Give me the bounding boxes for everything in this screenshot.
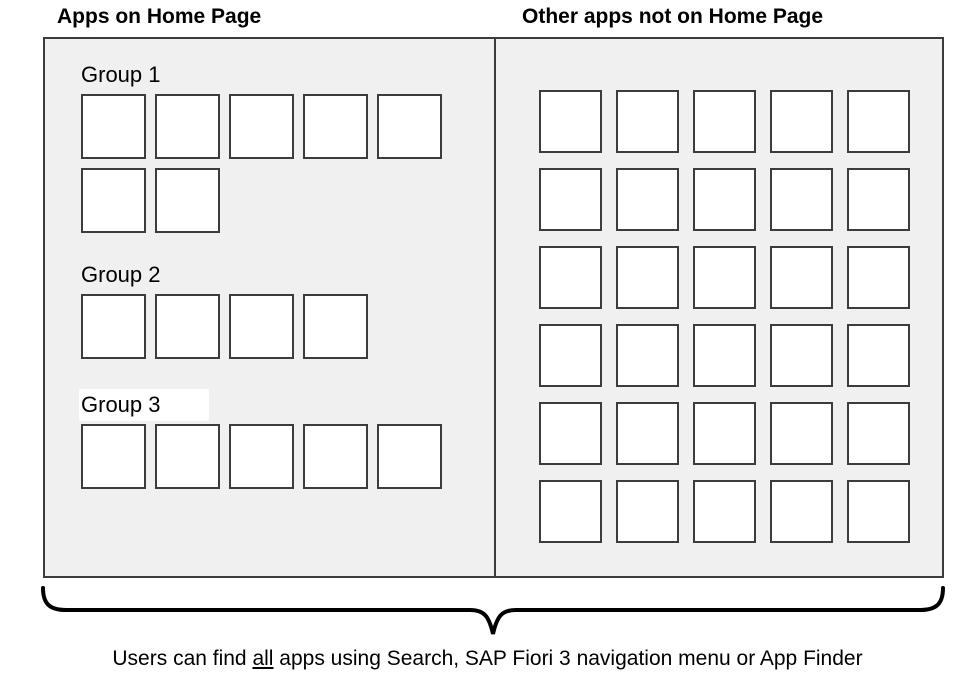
- curly-brace-icon: [41, 586, 945, 635]
- app-tile[interactable]: [770, 246, 833, 309]
- app-tile[interactable]: [847, 90, 910, 153]
- app-tile[interactable]: [616, 480, 679, 543]
- app-tile[interactable]: [847, 324, 910, 387]
- tile-row: [81, 168, 488, 233]
- panels-container: Group 1 Group 2 Group 3: [43, 37, 944, 578]
- panel-other-apps-not-on-home-page: [496, 39, 942, 576]
- app-tile[interactable]: [770, 168, 833, 231]
- app-tile[interactable]: [155, 424, 220, 489]
- app-tile[interactable]: [539, 246, 602, 309]
- other-apps-tile-grid: [539, 90, 910, 543]
- app-tile[interactable]: [693, 90, 756, 153]
- group-title: Group 1: [81, 62, 161, 87]
- app-tile[interactable]: [770, 480, 833, 543]
- group-title: Group 2: [81, 262, 161, 287]
- app-tile[interactable]: [155, 168, 220, 233]
- caption-text: Users can find all apps using Search, SA…: [0, 645, 975, 673]
- app-tile[interactable]: [616, 90, 679, 153]
- app-tile[interactable]: [377, 94, 442, 159]
- app-tile[interactable]: [155, 294, 220, 359]
- app-tile[interactable]: [847, 168, 910, 231]
- app-tile[interactable]: [770, 402, 833, 465]
- caption-after: apps using Search, SAP Fiori 3 navigatio…: [273, 647, 863, 670]
- app-tile[interactable]: [693, 402, 756, 465]
- app-tile[interactable]: [539, 402, 602, 465]
- caption-before: Users can find: [112, 647, 253, 670]
- tile-row: [81, 294, 488, 359]
- app-tile[interactable]: [770, 324, 833, 387]
- app-tile[interactable]: [770, 90, 833, 153]
- app-tile[interactable]: [377, 424, 442, 489]
- app-tile[interactable]: [847, 246, 910, 309]
- app-tile[interactable]: [847, 480, 910, 543]
- app-tile[interactable]: [81, 168, 146, 233]
- panel-apps-on-home-page: Group 1 Group 2 Group 3: [45, 39, 496, 576]
- app-tile[interactable]: [81, 94, 146, 159]
- app-tile[interactable]: [616, 402, 679, 465]
- app-tile[interactable]: [303, 294, 368, 359]
- tile-row: [81, 424, 488, 489]
- app-tile[interactable]: [693, 480, 756, 543]
- app-tile[interactable]: [616, 168, 679, 231]
- group-list: Group 1 Group 2 Group 3: [79, 59, 488, 489]
- app-tile[interactable]: [539, 168, 602, 231]
- app-group: Group 2: [81, 259, 488, 359]
- app-tile[interactable]: [693, 324, 756, 387]
- app-tile[interactable]: [229, 424, 294, 489]
- column-header-other-apps: Other apps not on Home Page: [522, 5, 824, 28]
- app-tile[interactable]: [229, 94, 294, 159]
- app-tile[interactable]: [847, 402, 910, 465]
- app-tile[interactable]: [229, 294, 294, 359]
- app-tile[interactable]: [81, 424, 146, 489]
- app-tile[interactable]: [539, 480, 602, 543]
- app-tile[interactable]: [81, 294, 146, 359]
- caption-emphasis: all: [252, 647, 274, 670]
- app-tile[interactable]: [539, 90, 602, 153]
- group-title: Group 3: [79, 389, 209, 421]
- app-tile[interactable]: [303, 94, 368, 159]
- app-group: Group 1: [81, 59, 488, 233]
- app-tile[interactable]: [155, 94, 220, 159]
- app-tile[interactable]: [693, 246, 756, 309]
- app-tile[interactable]: [303, 424, 368, 489]
- tile-row: [81, 94, 488, 159]
- app-tile[interactable]: [693, 168, 756, 231]
- column-header-apps-on-home-page: Apps on Home Page: [57, 5, 262, 28]
- app-tile[interactable]: [616, 246, 679, 309]
- app-tile[interactable]: [539, 324, 602, 387]
- app-group: Group 3: [79, 389, 488, 489]
- app-tile[interactable]: [616, 324, 679, 387]
